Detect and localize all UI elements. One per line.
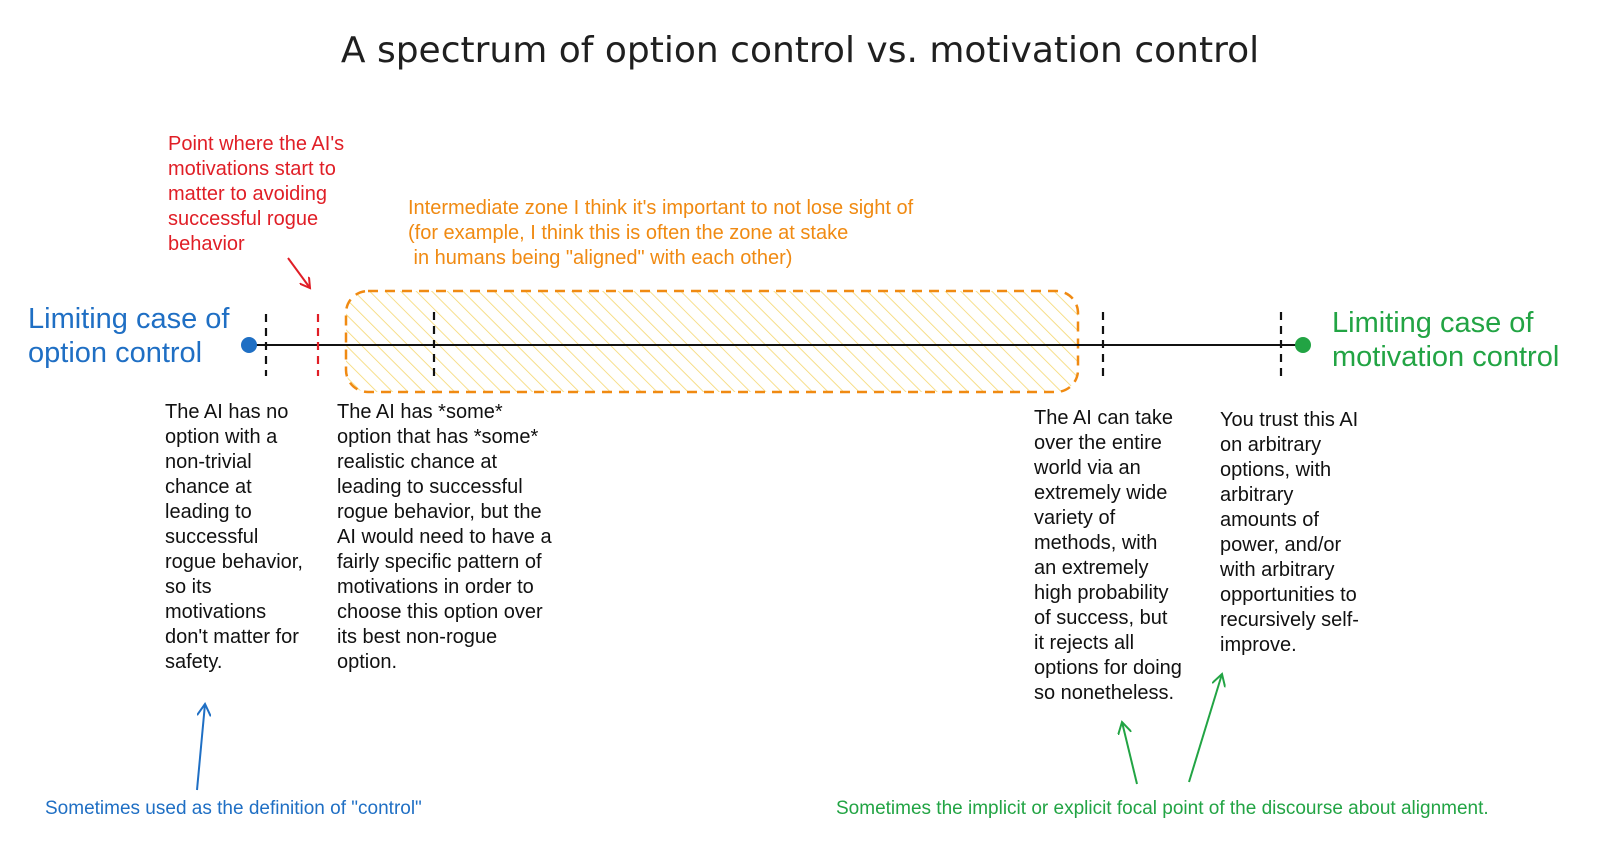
red-point-arrow	[287, 257, 310, 288]
no-option-description: The AI has no option with a non-trivial …	[165, 401, 303, 673]
take-over-description: The AI can take over the entire world vi…	[1034, 407, 1182, 704]
intermediate-zone-annotation: Intermediate zone I think it's important…	[408, 197, 914, 269]
alignment-focal-note: Sometimes the implicit or explicit focal…	[836, 798, 1489, 819]
motivation-start-annotation: Point where the AI's motivations start t…	[168, 133, 345, 255]
control-definition-note: Sometimes used as the definition of "con…	[45, 798, 422, 819]
some-option-description: The AI has *some* option that has *some*…	[337, 401, 552, 673]
diagram-title: A spectrum of option control vs. motivat…	[340, 30, 1260, 71]
intermediate-zone-box	[344, 289, 1080, 394]
alignment-arrow-left	[1122, 722, 1138, 785]
control-definition-arrow	[196, 704, 205, 791]
trust-description: You trust this AI on arbitrary options, …	[1220, 409, 1359, 656]
motivation-control-label: Limiting case of motivation control	[1332, 307, 1560, 373]
alignment-arrow-right	[1188, 674, 1222, 783]
option-control-endpoint	[241, 337, 257, 353]
motivation-control-endpoint	[1295, 337, 1311, 353]
option-control-label: Limiting case of option control	[28, 303, 230, 369]
